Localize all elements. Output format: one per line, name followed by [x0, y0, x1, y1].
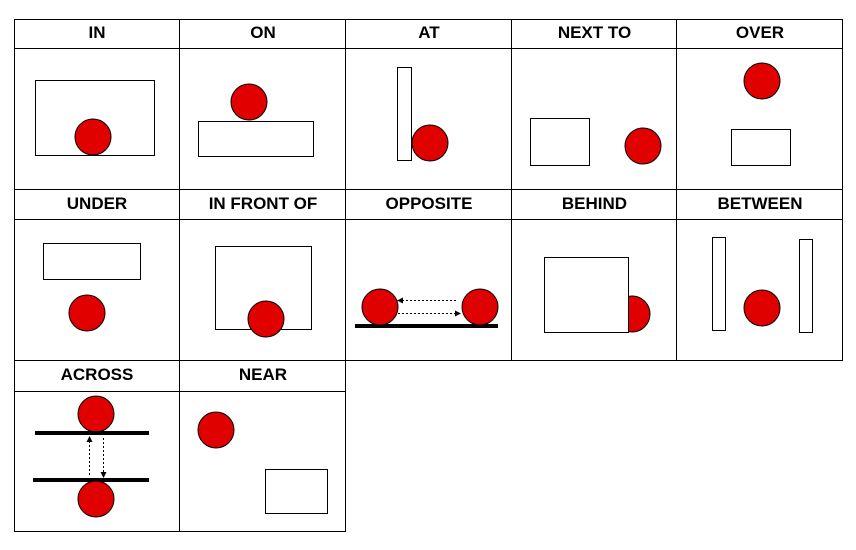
- diagram-under: [43, 243, 141, 332]
- box-shape: [530, 118, 590, 166]
- ball-shape: [197, 411, 235, 449]
- cell-label: IN: [88, 23, 106, 42]
- ball-shape: [743, 289, 781, 327]
- cell-label: OVER: [735, 23, 785, 42]
- cell-in: IN: [14, 19, 180, 190]
- ball-shape: [247, 300, 285, 338]
- box-shape: [731, 129, 791, 166]
- arrowhead-up: [86, 436, 93, 442]
- ball-shape: [74, 118, 112, 156]
- box-shape: [43, 243, 141, 280]
- diagram-opposite: [355, 288, 499, 328]
- cell-at: AT: [346, 19, 512, 190]
- diagram-at: [397, 67, 449, 162]
- cell-label: ACROSS: [60, 365, 134, 384]
- diagram-near: [197, 411, 328, 514]
- post-right-shape: [799, 239, 813, 333]
- cell-label: NEXT TO: [557, 23, 632, 42]
- ball-top-shape: [77, 395, 115, 433]
- cell-label: UNDER: [66, 194, 128, 213]
- cell-next-to: NEXT TO: [512, 19, 677, 190]
- ball-bottom-shape: [77, 480, 115, 518]
- cell-in-front-of: IN FRONT OF: [180, 190, 346, 361]
- cell-behind: BEHIND: [512, 190, 677, 361]
- ball-right-shape: [461, 288, 499, 326]
- box-shape: [198, 121, 314, 157]
- cell-on: ON: [180, 19, 346, 190]
- ball-left-shape: [361, 288, 399, 326]
- ball-shape: [743, 62, 781, 100]
- post-left-shape: [712, 237, 726, 331]
- ball-shape: [624, 127, 662, 165]
- cell-label: AT: [418, 23, 440, 42]
- diagram-in-front-of: [215, 246, 312, 338]
- cell-near: NEAR: [180, 361, 346, 532]
- diagram-across: [33, 395, 149, 518]
- cell-under: UNDER: [14, 190, 180, 361]
- cell-label: IN FRONT OF: [208, 194, 318, 213]
- cell-label: OPPOSITE: [385, 194, 473, 213]
- box-shape: [265, 469, 328, 514]
- ball-shape: [230, 83, 268, 121]
- diagram-between: [712, 237, 813, 333]
- box-shape: [544, 257, 629, 333]
- diagram-in: [35, 80, 155, 156]
- diagram-next-to: [530, 118, 662, 166]
- cell-label: NEAR: [238, 365, 288, 384]
- cell-across: ACROSS: [14, 361, 180, 532]
- ball-shape: [411, 124, 449, 162]
- cell-opposite: OPPOSITE: [346, 190, 512, 361]
- cell-label: ON: [250, 23, 276, 42]
- cell-label: BETWEEN: [717, 194, 803, 213]
- ball-shape: [68, 294, 106, 332]
- diagram-behind: [544, 257, 651, 333]
- cell-label: BEHIND: [561, 194, 628, 213]
- arrowhead-left: [397, 297, 403, 304]
- arrowhead-down: [100, 472, 107, 478]
- diagram-over: [731, 62, 791, 166]
- arrowhead-right: [455, 310, 461, 317]
- diagram-on: [198, 83, 314, 157]
- post-shape: [397, 67, 412, 161]
- cell-over: OVER: [677, 19, 843, 190]
- cell-between: BETWEEN: [677, 190, 843, 361]
